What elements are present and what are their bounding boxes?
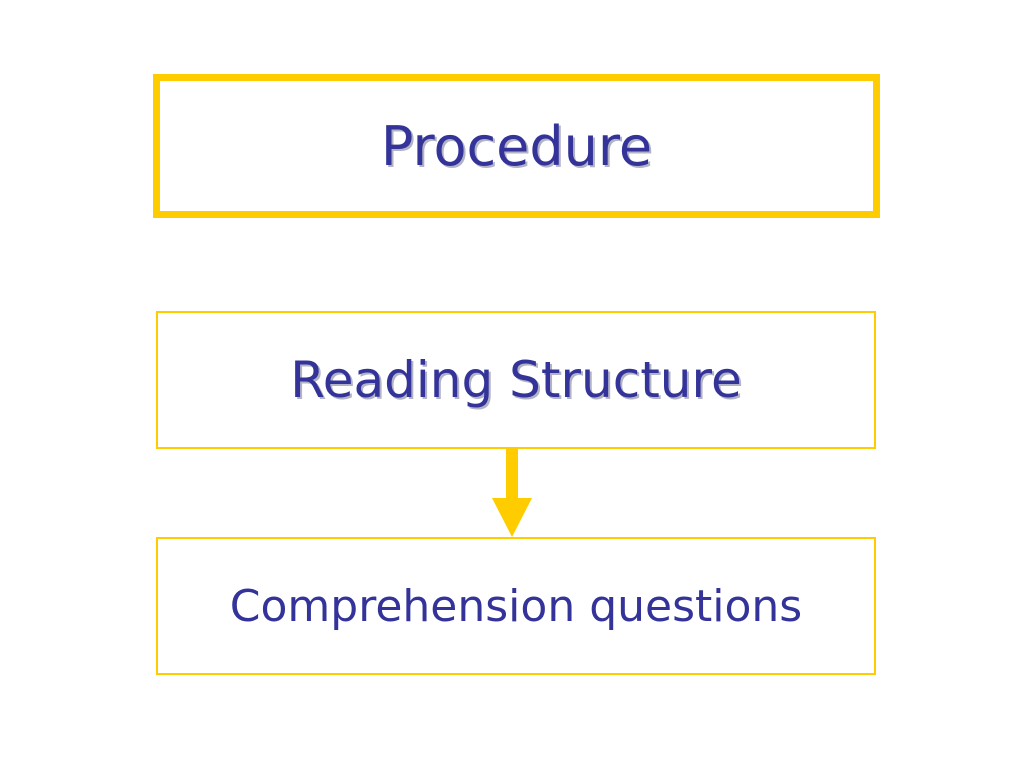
arrow-shaft: [506, 448, 518, 498]
comprehension-questions-label: Comprehension questions: [229, 580, 803, 632]
down-arrow-icon: [492, 448, 532, 537]
procedure-title: Procedure: [380, 114, 653, 178]
procedure-title-box: Procedure: [153, 74, 880, 218]
reading-structure-label: Reading Structure: [290, 351, 742, 409]
arrow-head: [492, 498, 532, 537]
comprehension-questions-box: Comprehension questions: [156, 537, 876, 675]
reading-structure-box: Reading Structure: [156, 311, 876, 449]
